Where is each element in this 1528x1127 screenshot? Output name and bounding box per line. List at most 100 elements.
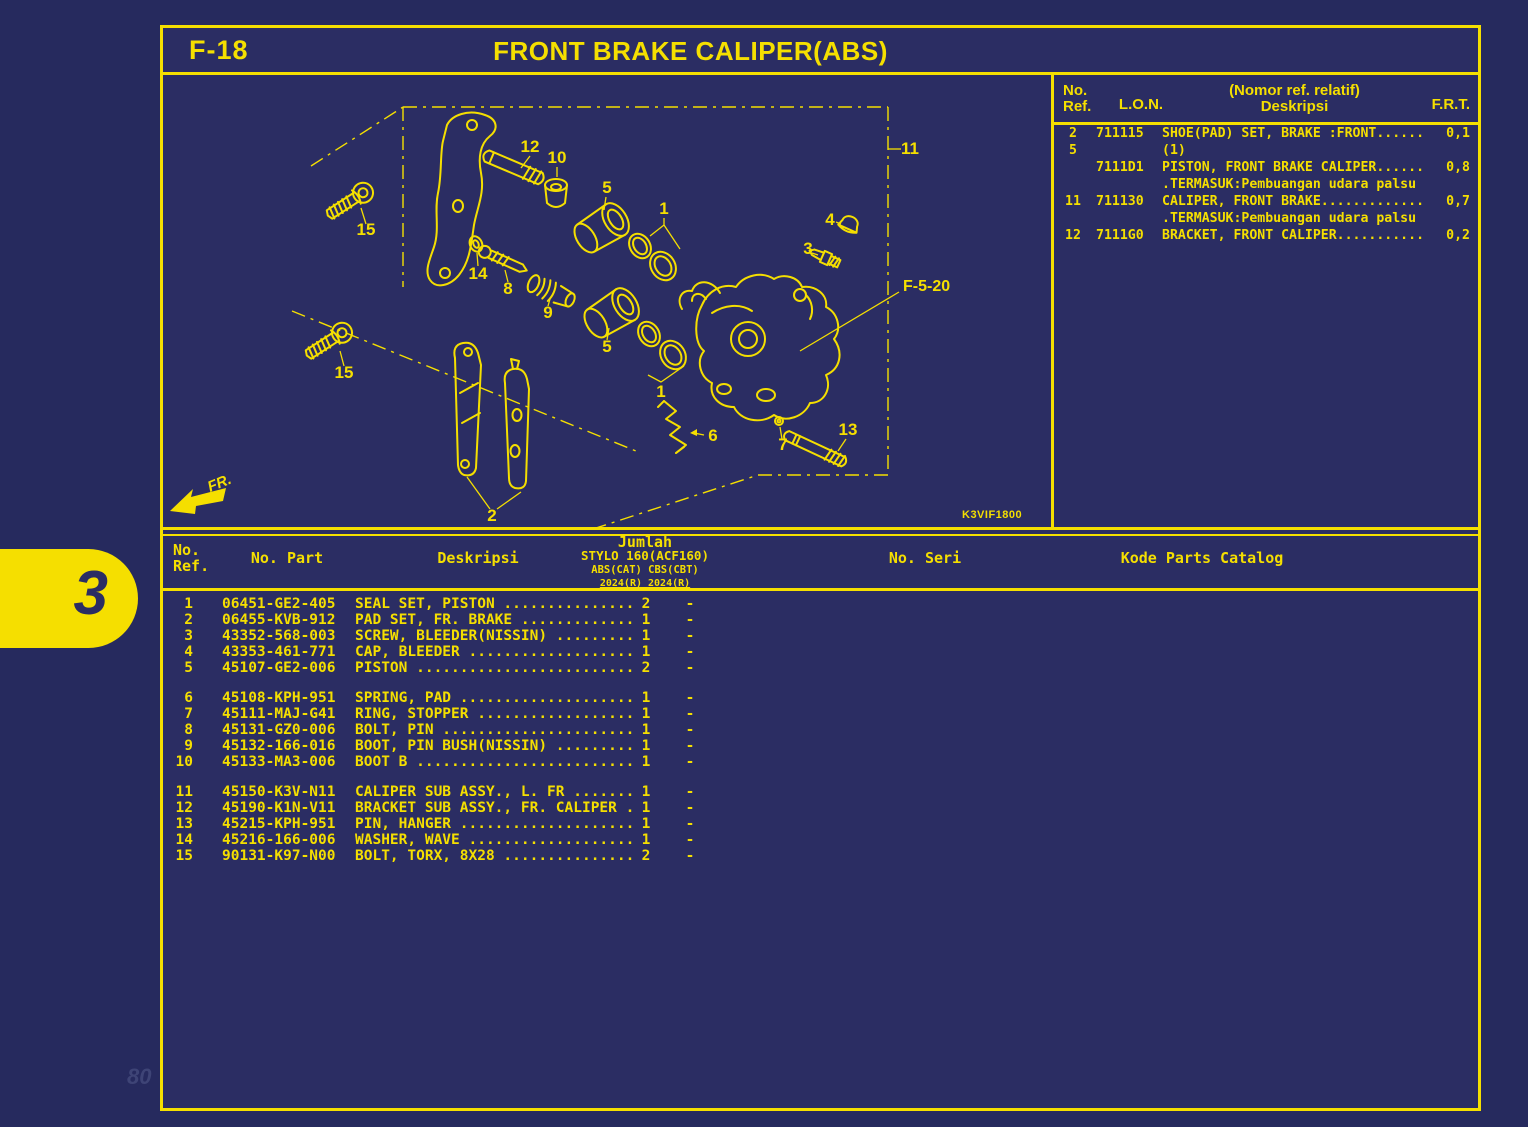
part-number: 45111-MAJ-G41 [222,706,336,722]
part-ref: 14 [175,832,193,848]
callout-5-lower: 5 [602,337,611,356]
ref-header-no: No. [1063,81,1088,99]
part-ref: 12 [175,800,193,816]
part-qty: 2 [641,848,651,864]
pin-bolt [477,244,528,273]
table-row: 3 43352-568-003 SCREW, BLEEDER(NISSIN) ...… [163,628,1478,644]
ref-frt [1430,142,1478,159]
torx-bolt-top [325,181,375,220]
part-ref: 5 [184,660,193,676]
ref-header-desc-top: (Nomor ref. relatif) [1229,81,1360,99]
part-number: 45108-KPH-951 [222,690,336,706]
callout-8: 8 [503,279,512,298]
parts-header-catalog: Kode Parts Catalog [1120,549,1284,567]
qty-year: 2024(R) 2024(R) [599,578,691,589]
part-number: 90131-K97-N00 [222,848,336,864]
parts-header-part: No. Part [250,549,324,567]
callout-12: 12 [521,137,540,156]
callout-10: 10 [548,148,567,167]
ref-desc: PISTON, FRONT BRAKE CALIPER...... [1162,160,1425,175]
callout-15-bottom: 15 [335,363,354,382]
callout-1-lower: 1 [656,382,665,401]
ref-header-ref: Ref. [1063,97,1092,115]
part-seri: - [685,722,695,738]
part-ref: 3 [184,628,193,644]
part-qty: 1 [641,644,651,660]
ref-no: 5 [1069,143,1077,158]
part-desc: PAD SET, FR. BRAKE ............. [355,612,635,628]
table-row: 14 45216-166-006 WASHER, WAVE ............… [163,832,1478,848]
callout-7: 7 [778,435,787,454]
callout-4: 4 [825,210,835,229]
part-qty: 1 [641,738,651,754]
ref-no: 2 [1069,126,1077,141]
ref-no [1060,210,1086,227]
part-number: 45216-166-006 [222,832,336,848]
parts-header-no: No. [173,541,201,559]
ref-table-header-ref: No. Ref. [1054,81,1109,115]
ref-no: 11 [1065,194,1081,209]
part-desc: BOLT, TORX, 8X28 ............... [355,848,635,864]
part-seri: - [685,596,695,612]
ref-desc: SHOE(PAD) SET, BRAKE :FRONT...... [1162,126,1425,141]
part-number: 45131-GZ0-006 [222,722,336,738]
part-ref: 2 [184,612,193,628]
part-seri: - [685,816,695,832]
part-seri: - [685,612,695,628]
part-ref: 13 [175,816,193,832]
part-number: 43352-568-003 [222,628,336,644]
part-desc: BOOT B ......................... [355,754,635,770]
part-desc: BOOT, PIN BUSH(NISSIN) ......... [355,738,635,754]
part-ref: 8 [184,722,193,738]
spring-arrowhead [690,429,697,436]
part-desc: WASHER, WAVE ................... [355,832,635,848]
part-seri: - [685,690,695,706]
part-seri: - [685,754,695,770]
ref-lon: 711115 [1096,126,1144,141]
part-seri: - [685,848,695,864]
drawing-code: K3VIF1800 [962,509,1022,521]
parts-header-ref-line: Ref. [173,557,210,575]
page-number: 80 [127,1064,152,1089]
part-number: 06451-GE2-405 [222,596,336,612]
bleeder-cap [837,215,859,234]
part-seri: - [685,784,695,800]
callout-1-upper: 1 [659,199,668,218]
ref-desc: BRACKET, FRONT CALIPER........... [1162,228,1425,243]
qty-variant: ABS(CAT) CBS(CBT) [591,564,699,576]
callout-3: 3 [803,239,812,258]
pad-spring [657,400,687,454]
stopper-ring [774,416,784,426]
ref-lon: 711130 [1096,194,1144,209]
ref-frt: 0,1 [1446,126,1470,141]
callout-13: 13 [839,420,858,439]
part-seri: - [685,628,695,644]
ref-desc: .TERMASUK:Pembuangan udara palsu [1162,211,1417,226]
construction-line [291,310,637,452]
part-ref: 11 [175,784,193,800]
ref-table-header: No. Ref. L.O.N. (Nomor ref. relatif) Des… [1054,75,1478,125]
pin-boot [526,274,576,308]
part-seri: - [685,706,695,722]
part-ref: 10 [175,754,193,770]
part-desc: SCREW, BLEEDER(NISSIN) ......... [355,628,635,644]
ref-row: 2 711115 SHOE(PAD) SET, BRAKE :FRONT......… [1054,125,1478,142]
part-desc: BRACKET SUB ASSY., FR. CALIPER . [355,800,635,816]
callout-5-upper: 5 [602,178,611,197]
ref-lon: 7111G0 [1096,228,1144,243]
page-header: F-18 FRONT BRAKE CALIPER(ABS) [163,28,1478,75]
exploded-diagram: FR. 15 12 10 5 1 14 8 9 5 1 15 2 6 7 13 … [163,75,1051,531]
part-ref: 9 [184,738,193,754]
ref-frt: 0,2 [1446,228,1470,243]
part-number: 45150-K3V-N11 [222,784,336,800]
part-seri: - [685,644,695,660]
